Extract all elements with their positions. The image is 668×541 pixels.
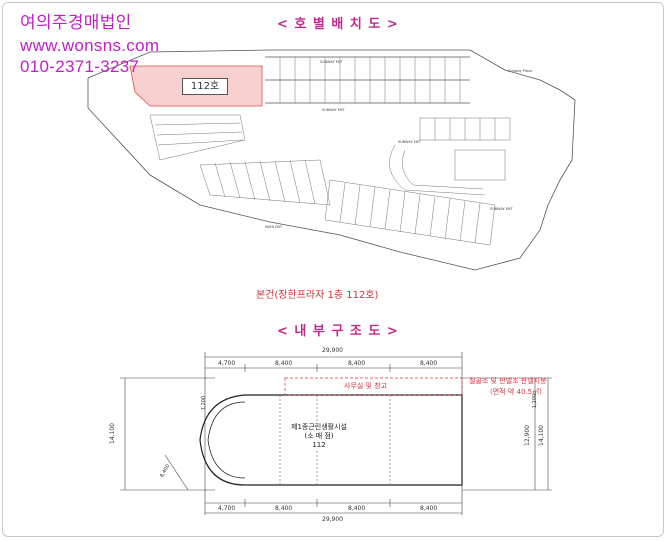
office-storage-label: 사무실 및 창고 — [344, 382, 388, 390]
dim-total-top: 29,900 — [322, 347, 343, 354]
dim-top-1: 4,700 — [218, 360, 236, 367]
floor-plan-caption: 본건(장한프라자 1층 112호) — [256, 290, 379, 301]
dim-top-2: 8,400 — [275, 360, 293, 367]
dim-bottom-1: 4,700 — [218, 505, 236, 512]
watermark-website: www.wonsns.com — [20, 36, 160, 55]
svg-text:SUBWAY ENT: SUBWAY ENT — [490, 207, 514, 211]
svg-text:SUBWAY ENT: SUBWAY ENT — [320, 60, 344, 64]
dim-right-height-outer: 14,100 — [538, 425, 545, 446]
structure-note-line1: 철골조 및 판넬조 판넬지붕 — [469, 377, 547, 385]
svg-text:SUBWAY ENT: SUBWAY ENT — [398, 140, 422, 144]
svg-text:Subway Plaza: Subway Plaza — [508, 69, 532, 73]
svg-text:MAIN ENT: MAIN ENT — [265, 225, 283, 229]
room-number: 112 — [312, 441, 326, 449]
dim-side-small-left: 1,200 — [201, 395, 208, 411]
dim-top-3: 8,400 — [348, 360, 366, 367]
dim-bottom-3: 8,400 — [348, 505, 366, 512]
dim-left-height: 14,100 — [109, 423, 116, 444]
dim-total-bottom: 29,900 — [322, 516, 343, 523]
section-title: < 내 부 구 조 도 > — [277, 324, 399, 339]
structure-note-line2: (면적 약 40.5㎡) — [490, 388, 542, 396]
room-label-box: 제1종근린생활시설 (소 매 점) 112 — [285, 423, 353, 451]
floor-plan-title: < 호 별 배 치 도 > — [277, 17, 399, 32]
unit-112-label: 112호 — [182, 78, 228, 95]
room-use-line: 제1종근린생활시설 — [291, 423, 347, 431]
room-type-line: (소 매 점) — [304, 432, 334, 440]
dim-bottom-4: 8,400 — [420, 505, 438, 512]
dim-right-height-inner: 12,900 — [524, 425, 531, 446]
watermark-company: 여의주경매법인 — [20, 13, 132, 32]
dim-bottom-2: 8,400 — [275, 505, 293, 512]
svg-text:SUBWAY ENT: SUBWAY ENT — [322, 108, 346, 112]
dim-top-4: 8,400 — [420, 360, 438, 367]
watermark-phone: 010-2371-3237 — [20, 57, 140, 76]
